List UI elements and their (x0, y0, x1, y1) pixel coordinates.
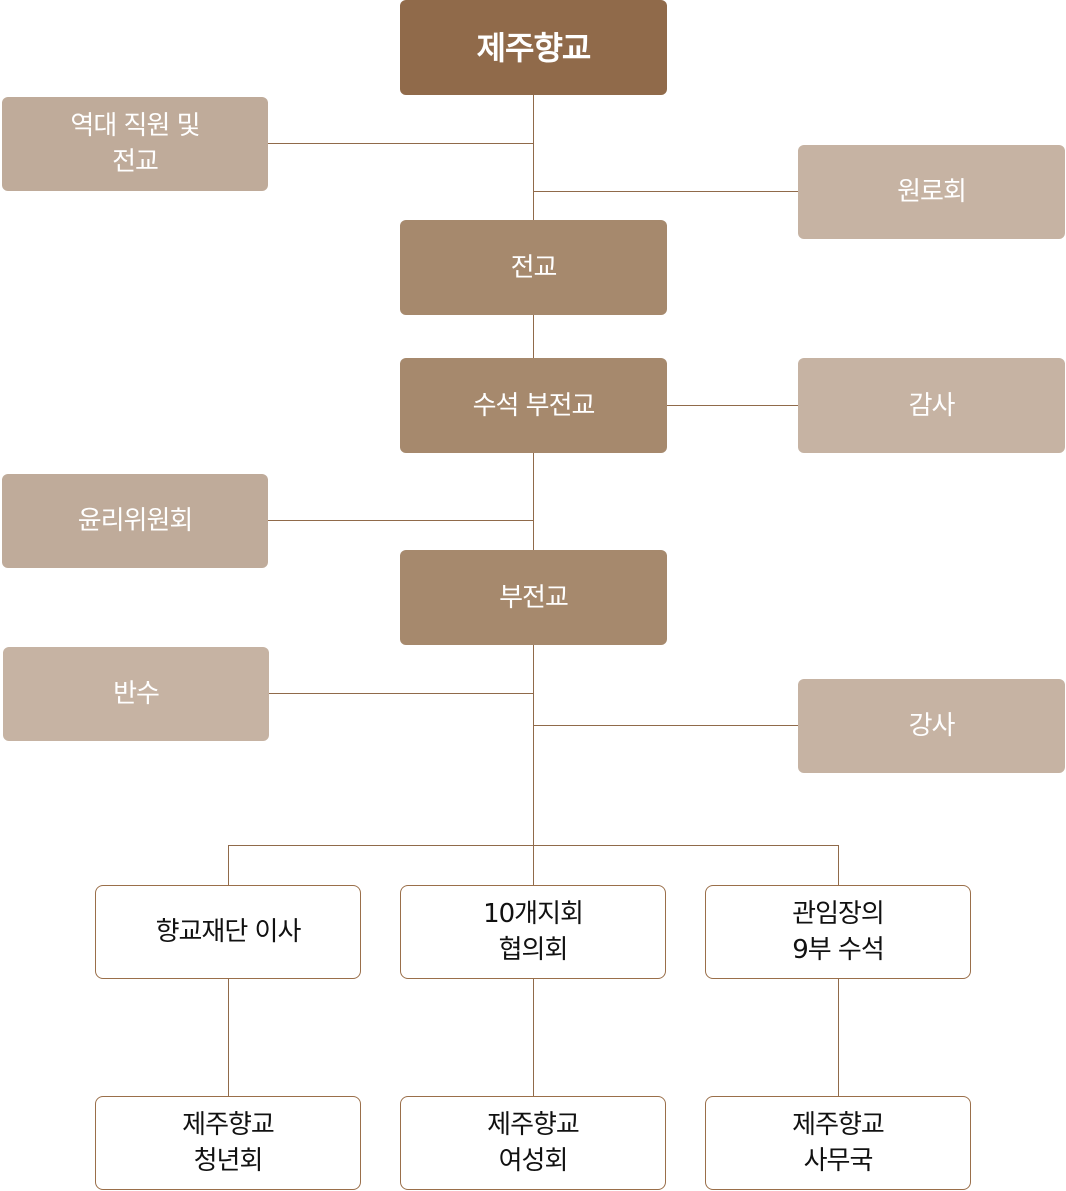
node-youth: 제주향교 청년회 (95, 1096, 361, 1190)
node-foundation: 향교재단 이사 (95, 885, 361, 979)
connector-secretariat (838, 978, 839, 1096)
connector-elders (533, 191, 798, 192)
node-auditor: 감사 (798, 358, 1065, 453)
node-branches: 10개지회 협의회 (400, 885, 666, 979)
connector-ceremony (838, 845, 839, 885)
node-jeongyo: 전교 (400, 220, 667, 315)
connector-youth (228, 978, 229, 1096)
node-chief-vice: 수석 부전교 (400, 358, 667, 453)
node-past-staff: 역대 직원 및 전교 (2, 97, 268, 191)
node-secretariat: 제주향교 사무국 (705, 1096, 971, 1190)
node-lecturer: 강사 (798, 679, 1065, 773)
main-trunk-line (533, 95, 534, 845)
node-root: 제주향교 (400, 0, 667, 95)
connector-foundation (228, 845, 229, 885)
node-bansu: 반수 (3, 647, 269, 741)
node-vice: 부전교 (400, 550, 667, 645)
node-ceremony: 관임장의 9부 수석 (705, 885, 971, 979)
connector-auditor (667, 405, 798, 406)
connector-past-staff (268, 143, 533, 144)
connector-branches (533, 845, 534, 885)
connector-bansu (269, 693, 533, 694)
node-ethics: 윤리위원회 (2, 474, 268, 568)
connector-ethics (268, 520, 533, 521)
node-elders: 원로회 (798, 145, 1065, 239)
connector-lecturer (533, 725, 798, 726)
node-women: 제주향교 여성회 (400, 1096, 666, 1190)
connector-women (533, 978, 534, 1096)
